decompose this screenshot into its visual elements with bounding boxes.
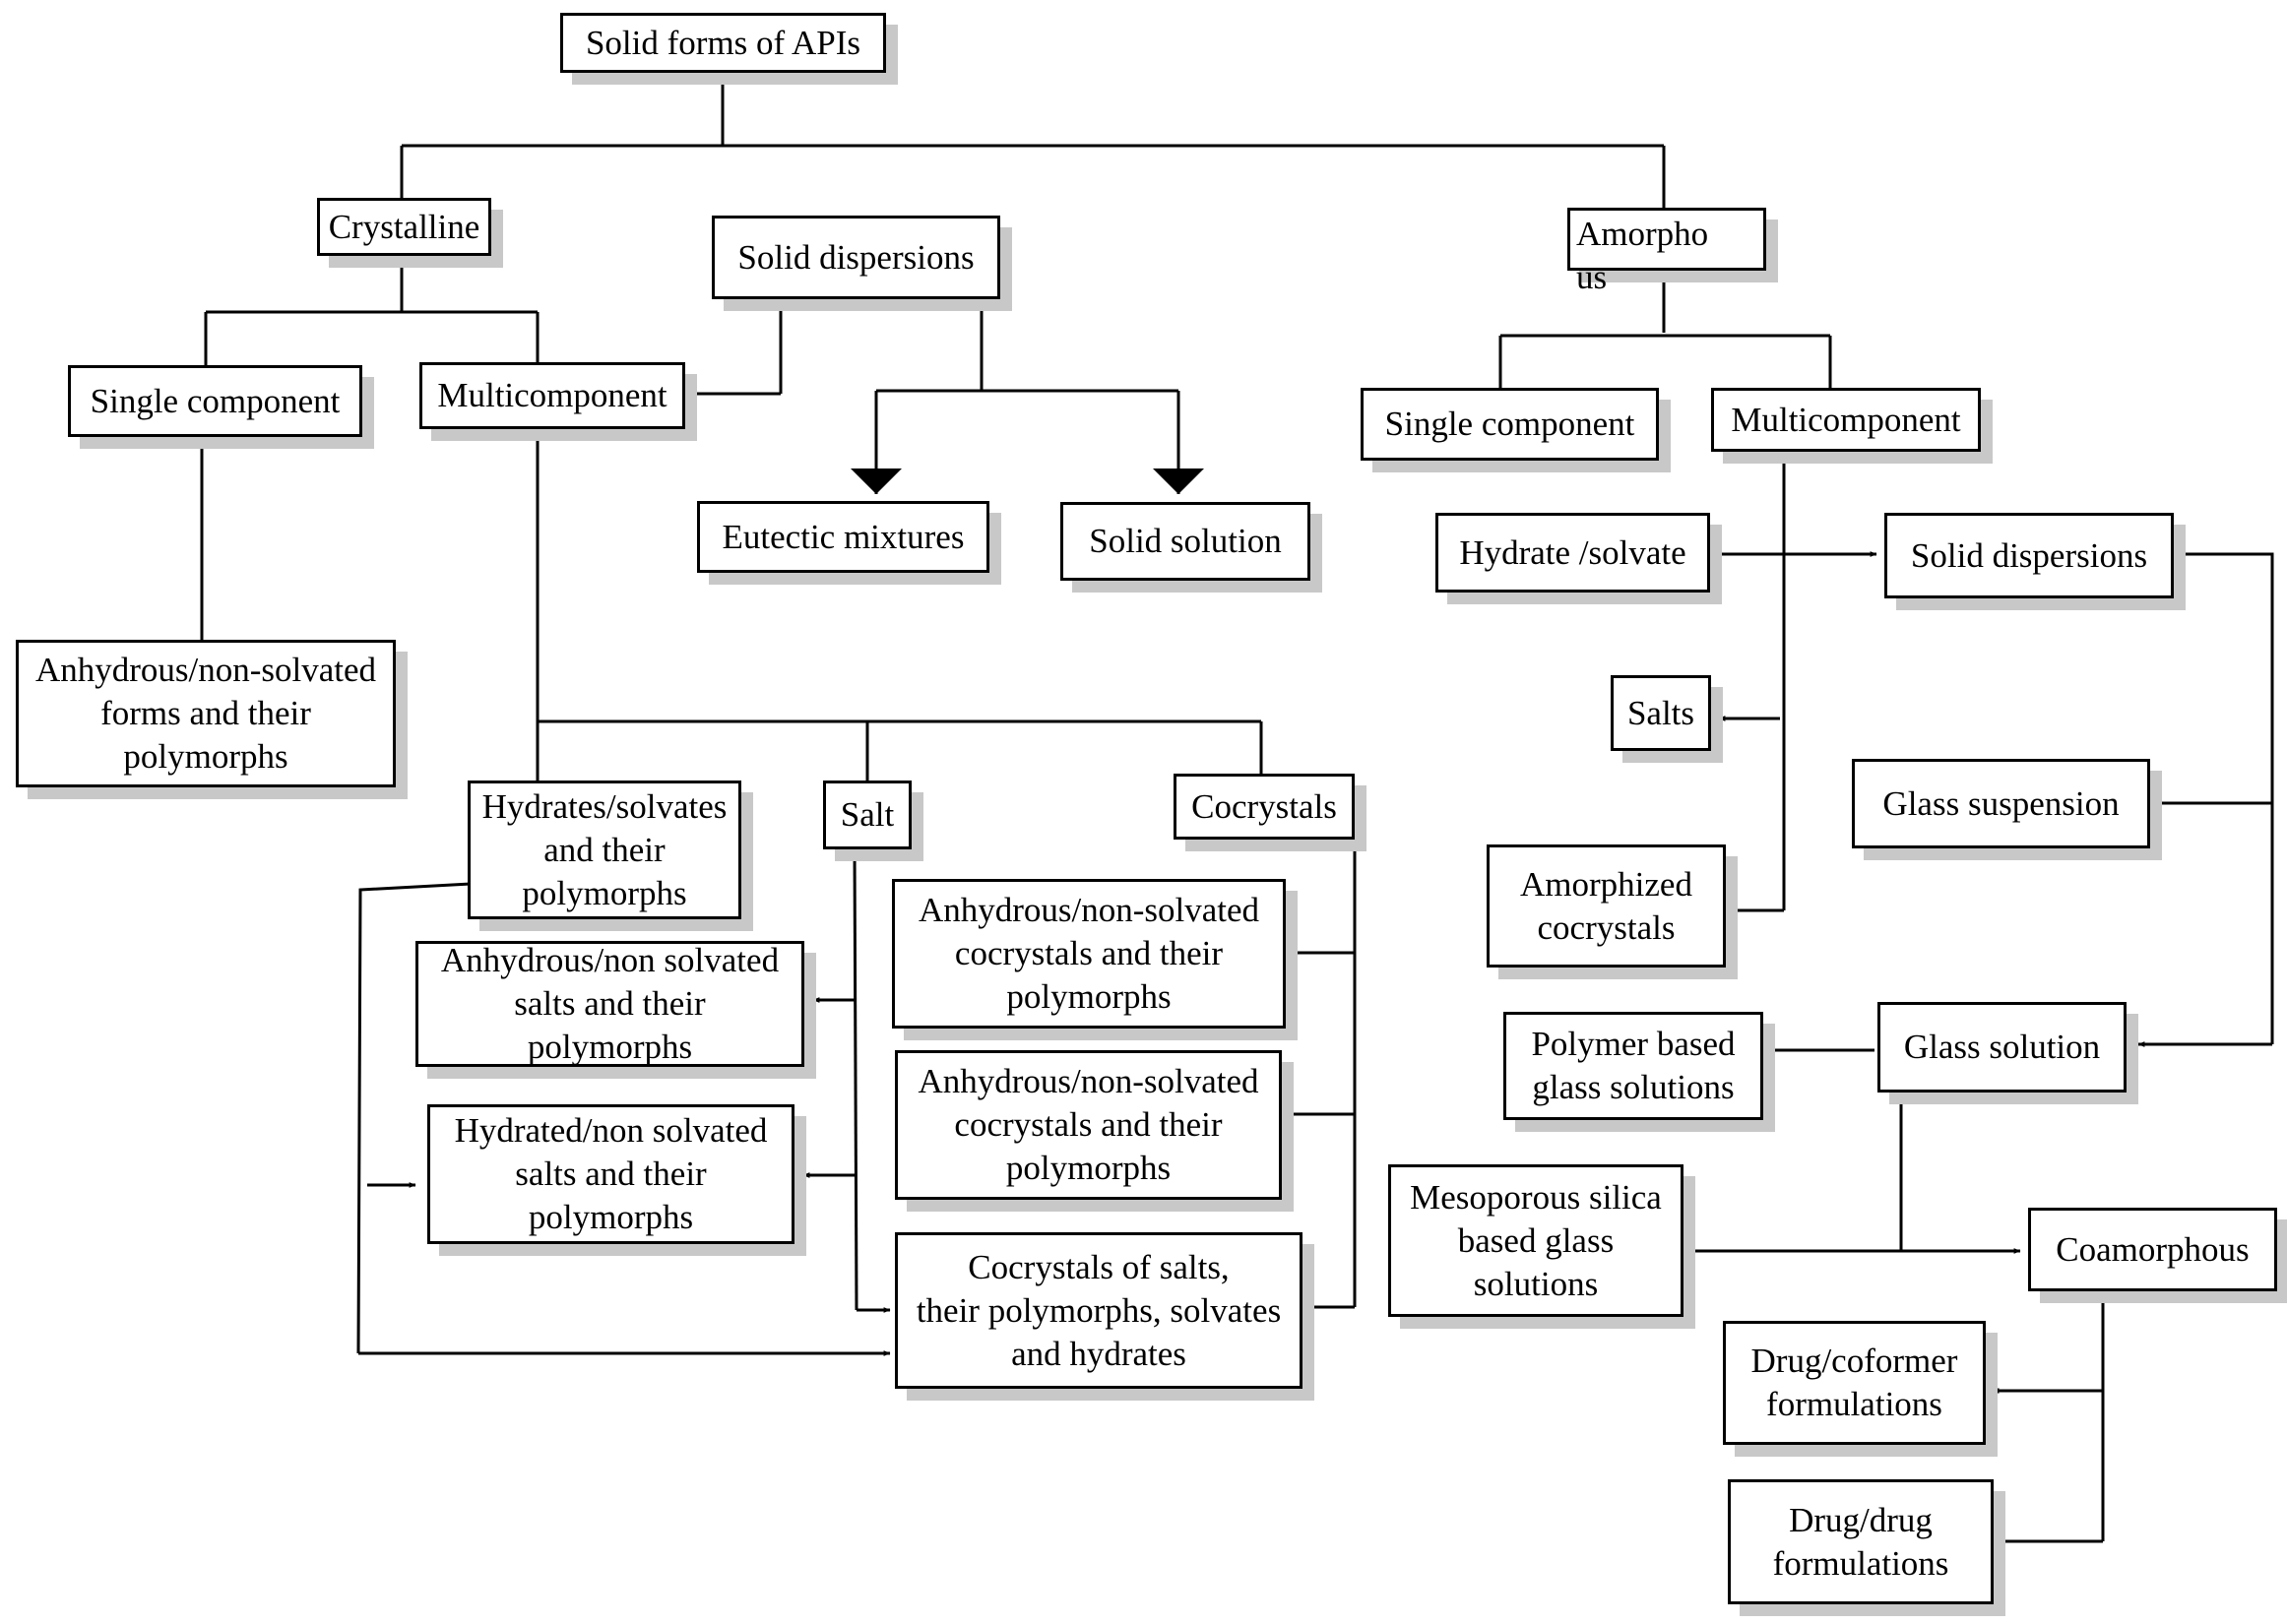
- node-cocrystals-of-salts: Cocrystals of salts, their polymorphs, s…: [895, 1232, 1302, 1389]
- node-hydrates-solvates: Hydrates/solvates and their polymorphs: [468, 781, 741, 919]
- node-amorphized-cocrystals: Amorphized cocrystals: [1487, 844, 1726, 968]
- node-amorphous-solid-dispersions: Solid dispersions: [1884, 513, 2174, 598]
- node-crystalline-solid-dispersions: Solid dispersions: [712, 216, 1000, 299]
- node-anhydrous-forms: Anhydrous/non-solvated forms and their p…: [16, 640, 396, 787]
- node-anhydrous-cocrystals-1: Anhydrous/non-solvated cocrystals and th…: [892, 879, 1286, 1029]
- node-mesoporous-silica: Mesoporous silica based glass solutions: [1388, 1164, 1683, 1317]
- node-salts: Salts: [1611, 675, 1711, 751]
- connector-am-soliddisp-right: [2174, 552, 2274, 1044]
- node-hydrate-solvate: Hydrate /solvate: [1435, 513, 1710, 593]
- node-crystalline-single-component: Single component: [68, 365, 362, 437]
- node-amorphous: Amorpho us: [1567, 208, 1766, 296]
- node-amorphous-multicomponent: Multicomponent: [1711, 388, 1981, 452]
- node-root: Solid forms of APIs: [560, 13, 886, 73]
- node-eutectic-mixtures: Eutectic mixtures: [697, 501, 989, 573]
- node-crystalline-multicomponent: Multicomponent: [419, 362, 685, 429]
- node-coamorphous: Coamorphous: [2028, 1208, 2277, 1291]
- connector-salt-down: [853, 848, 858, 1311]
- node-anhydrous-cocrystals-2: Anhydrous/non-solvated cocrystals and th…: [895, 1050, 1282, 1200]
- node-anhydrous-salts: Anhydrous/non solvated salts and their p…: [415, 941, 804, 1067]
- node-salt: Salt: [823, 781, 912, 849]
- node-amorphous-single-component: Single component: [1361, 388, 1659, 461]
- connector-hydrates-loop: [356, 882, 472, 1354]
- node-crystalline: Crystalline: [317, 198, 491, 256]
- node-glass-solution: Glass solution: [1877, 1002, 2127, 1093]
- node-drug-coformer: Drug/coformer formulations: [1723, 1321, 1986, 1445]
- node-glass-suspension: Glass suspension: [1852, 759, 2150, 848]
- node-hydrated-salts: Hydrated/non solvated salts and their po…: [427, 1104, 794, 1244]
- node-cocrystals: Cocrystals: [1174, 774, 1355, 840]
- node-solid-solution: Solid solution: [1060, 502, 1310, 581]
- node-drug-drug: Drug/drug formulations: [1728, 1479, 1994, 1604]
- node-polymer-glass-solutions: Polymer based glass solutions: [1503, 1012, 1763, 1120]
